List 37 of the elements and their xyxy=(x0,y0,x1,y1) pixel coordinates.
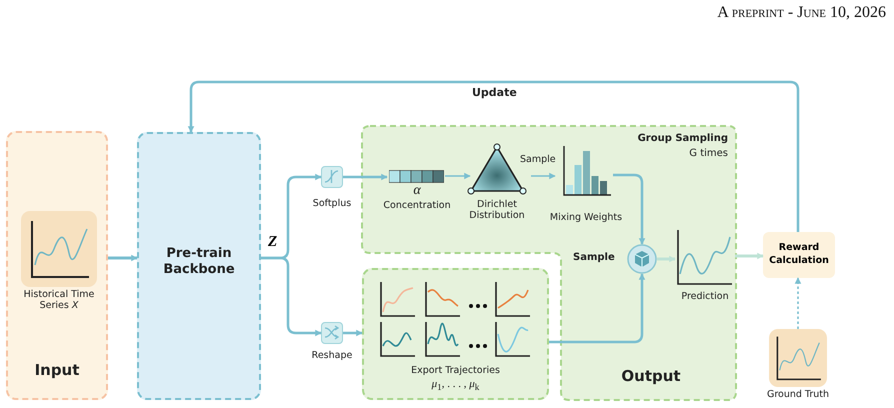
trajectories-panel xyxy=(362,268,549,400)
reward-box: Reward Calculation xyxy=(763,232,835,278)
arrow xyxy=(549,273,646,344)
chart-caption: Ground Truth xyxy=(766,389,830,400)
arrow xyxy=(657,256,676,262)
math-label: μ$_{1}$, . . . , μ$_{k}$ xyxy=(430,378,480,394)
input-panel xyxy=(6,131,108,400)
page-header: A preprint - June 10, 2026 xyxy=(717,4,886,22)
arrow xyxy=(261,256,322,336)
operation-label: Softplus xyxy=(312,198,352,210)
chart-caption: Historical Time Series X xyxy=(23,289,95,312)
panel-title: Group Sampling xyxy=(636,133,728,145)
math-label: Z xyxy=(268,234,278,251)
arrow xyxy=(613,174,646,245)
arrow xyxy=(735,252,764,260)
panel-title: Pre-train Backbone xyxy=(162,246,236,278)
panel-title: Input xyxy=(34,361,80,379)
symbol-label: α xyxy=(412,183,422,200)
operation-label: Reshape xyxy=(310,350,354,362)
panel-title: Output xyxy=(620,367,682,385)
step-label: Sample xyxy=(573,252,616,264)
arrow xyxy=(531,172,556,180)
arrow xyxy=(343,330,363,336)
chart-caption: Mixing Weights xyxy=(548,212,624,224)
chart-caption: Prediction xyxy=(680,291,730,302)
panel-subtitle: G times xyxy=(688,148,728,160)
arrow xyxy=(343,174,388,180)
arrow xyxy=(794,277,802,329)
edge-label: Sample xyxy=(520,154,556,165)
arrow xyxy=(188,80,800,232)
distribution-caption: Dirichlet Distribution xyxy=(468,199,526,222)
arrow xyxy=(108,254,138,262)
edge-label: Update xyxy=(472,86,517,99)
panel-caption: Export Trajectories xyxy=(410,365,501,376)
vector-caption: Concentration xyxy=(382,200,452,212)
backbone-panel xyxy=(137,132,261,400)
arrow xyxy=(445,172,471,180)
